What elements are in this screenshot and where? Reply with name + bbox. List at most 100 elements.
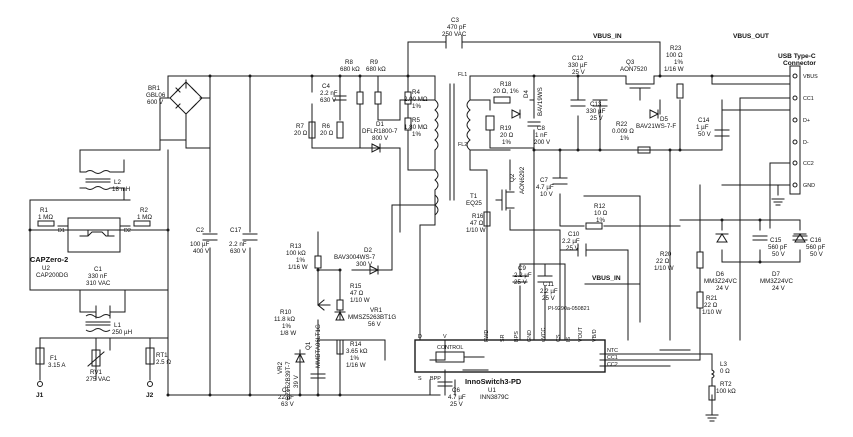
c10-rating: 25 V <box>566 245 580 252</box>
c7-value: 4.7 µF <box>536 184 554 191</box>
r23-power: 1/16 W <box>664 66 684 73</box>
capzero-d2: D2 <box>124 228 131 234</box>
c3-ref: C3 <box>451 17 459 24</box>
r19-tol: 1% <box>502 139 511 146</box>
rt2-value: 100 kΩ <box>716 388 736 395</box>
r10-ref: R10 <box>280 309 292 316</box>
c3-rating: 250 VAC <box>442 31 467 38</box>
c12-value: 330 µF <box>568 62 588 69</box>
d2-part: BAV3004WS-7 <box>334 254 376 261</box>
r5-value: 1.80 MΩ <box>404 124 428 131</box>
r10-tol: 1% <box>282 323 291 330</box>
c2-rating: 400 V <box>193 248 210 255</box>
connector-pin-dm: D- <box>803 140 809 146</box>
q3-mosfet <box>625 83 655 101</box>
r8-value: 680 kΩ <box>340 66 360 73</box>
r23-value: 100 Ω <box>666 52 683 59</box>
d2-ref: D2 <box>364 247 372 254</box>
r15-ref: R15 <box>350 283 362 290</box>
r21-value: 22 Ω <box>704 302 718 309</box>
r1-value: 1 MΩ <box>38 214 53 221</box>
ic-name: InnoSwitch3-PD <box>465 377 522 386</box>
r4-value: 2.00 MΩ <box>404 96 428 103</box>
component-labels: BR1 GBL06 600 V L2 18 mH R1 1 MΩ R2 1 MΩ… <box>36 17 825 408</box>
c8-value: 1 nF <box>535 132 548 139</box>
capzero-part: CAP200DG <box>36 272 69 279</box>
capzero-name: CAPZero-2 <box>30 255 68 264</box>
r5-ref: R5 <box>412 117 420 124</box>
innoswitch-ic <box>414 339 606 373</box>
r6-ref: R6 <box>322 123 330 130</box>
connector-title-2: Connector <box>783 60 816 67</box>
c15-ref: C15 <box>770 237 782 244</box>
r18-ref: R18 <box>500 81 512 88</box>
ic-pin-bps: BPS <box>514 331 520 342</box>
c16-ref: C16 <box>810 237 822 244</box>
q3-ref: Q3 <box>626 59 635 66</box>
l1-value: 250 µH <box>112 329 132 336</box>
d4-ref: D4 <box>523 90 530 98</box>
q2-ref: Q2 <box>509 173 516 182</box>
c17-ref: C17 <box>230 227 242 234</box>
c16-rating: 50 V <box>810 251 824 258</box>
c8-ref: C8 <box>537 125 545 132</box>
d6-ref: D6 <box>716 271 724 278</box>
usbc-connector <box>771 65 801 206</box>
r14-ref: R14 <box>350 341 362 348</box>
bridge-rectifier <box>175 87 197 109</box>
c1-value: 330 nF <box>88 273 107 280</box>
connector-pin-dp: D+ <box>803 118 810 124</box>
c17-rating: 630 V <box>230 248 247 255</box>
r2-ref: R2 <box>140 207 148 214</box>
d1-rating: 800 V <box>372 135 389 142</box>
transformer-t1 <box>434 83 471 216</box>
l2-value: 18 mH <box>112 186 130 193</box>
c2-ref: C2 <box>196 227 204 234</box>
r13-tol: 1% <box>296 257 305 264</box>
ic-pin-vbd: VB/D <box>592 329 598 342</box>
r12-tol: 1% <box>596 217 605 224</box>
br1-ref: BR1 <box>148 85 161 92</box>
r22-value: 0.009 Ω <box>612 128 634 135</box>
capzero-ref: U2 <box>42 265 50 272</box>
c14-ref: C14 <box>698 117 710 124</box>
r9-ref: R9 <box>370 59 378 66</box>
r2-value: 1 MΩ <box>137 214 152 221</box>
r23-tol: 1% <box>674 59 683 66</box>
r12-value: 10 Ω <box>594 210 608 217</box>
r7-value: 20 Ω <box>294 130 308 137</box>
br1-part: GBL06 <box>146 92 166 99</box>
j2-label: J2 <box>146 392 154 399</box>
vr1-part: MMSZ5263BT1G <box>348 314 396 321</box>
capzero-block <box>57 217 131 253</box>
vr2-ref: VR2 <box>277 361 284 374</box>
r20-r21 <box>696 251 704 309</box>
c5-rating: 63 V <box>281 401 295 408</box>
c14-rating: 50 V <box>698 131 712 138</box>
r13-ref: R13 <box>290 243 302 250</box>
c4-value: 2.2 nF <box>320 90 338 97</box>
ic-pin-bpp: BPP <box>430 376 441 382</box>
ic-pin-gnd: GND <box>527 330 533 342</box>
ic-pin-cs: CS <box>556 334 562 342</box>
r8-ref: R8 <box>345 59 353 66</box>
c3-ycap <box>445 35 463 49</box>
c6-value: 4.7 µF <box>448 394 466 401</box>
c11-rating: 25 V <box>542 295 556 302</box>
r16-value: 47 Ω <box>470 220 484 227</box>
r14-power: 1/16 W <box>346 362 366 369</box>
c7-ref: C7 <box>540 177 548 184</box>
d7-rating: 24 V <box>772 285 786 292</box>
t1-part: EQ25 <box>466 200 482 207</box>
c13-rating: 25 V <box>590 115 604 122</box>
c11-ref: C11 <box>543 281 554 288</box>
c12-ref: C12 <box>572 55 584 62</box>
r10-power: 1/8 W <box>280 330 296 337</box>
pi-number: PI-9290a-050821 <box>548 306 590 312</box>
bias-network <box>294 255 453 387</box>
rt2-ref: RT2 <box>720 381 732 388</box>
t1-ref: T1 <box>470 193 478 200</box>
bulk-caps <box>202 233 258 241</box>
r13-value: 100 kΩ <box>286 250 306 257</box>
l3-value: 0 Ω <box>720 368 730 375</box>
